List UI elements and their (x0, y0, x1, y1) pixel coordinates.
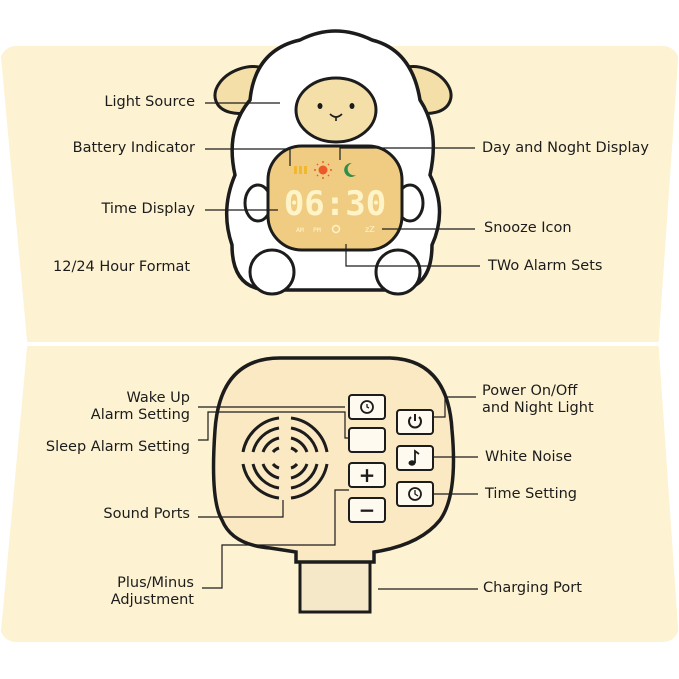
label-charging-port: Charging Port (483, 580, 582, 596)
label-sleep-alarm: Sleep Alarm Setting (45, 439, 190, 455)
leader-plus-minus (202, 489, 349, 589)
music-note-icon (408, 449, 420, 466)
leader-sleep-alarm (198, 411, 349, 441)
label-light-source: Light Source (104, 94, 195, 110)
label-plus-minus: Plus/Minus Adjustment (110, 575, 194, 608)
label-hour-format: 12/24 Hour Format (53, 259, 191, 275)
label-day-night-display: Day and Noght Display (482, 140, 649, 156)
time-setting-button[interactable] (396, 481, 434, 507)
alarm1-icon (331, 224, 341, 234)
pm-indicator: PM (313, 226, 321, 234)
power-button[interactable] (396, 409, 434, 435)
minus-icon: − (359, 498, 376, 522)
label-power-night-light: Power On/Off and Night Light (482, 383, 594, 416)
sleep-alarm-button[interactable] (348, 427, 386, 453)
label-time-display: Time Display (101, 201, 195, 217)
leader-battery (205, 148, 291, 166)
leader-day-night (339, 147, 475, 160)
right-foot (374, 248, 422, 296)
leader-power (433, 396, 476, 418)
label-snooze-icon: Snooze Icon (484, 220, 572, 236)
label-time-setting: Time Setting (485, 486, 578, 502)
moon-display-icon (344, 162, 356, 177)
sun-icon (314, 161, 332, 179)
am-indicator: AM (296, 226, 304, 234)
charging-port (298, 558, 372, 614)
label-sound-ports: Sound Ports (103, 506, 190, 522)
plus-icon: + (359, 463, 376, 487)
wake-up-alarm-button[interactable] (348, 394, 386, 420)
clock-icon (408, 487, 422, 501)
label-battery-indicator: Battery Indicator (72, 140, 195, 156)
leader-sound-ports (198, 500, 284, 518)
left-foot (248, 248, 296, 296)
label-white-noise: White Noise (485, 449, 572, 465)
snooze-display: zZ (365, 225, 375, 234)
light-source-face (294, 76, 378, 144)
time-digits: 06:30 (284, 184, 386, 224)
battery-icon (294, 166, 307, 174)
white-noise-button[interactable] (396, 445, 434, 471)
plus-button[interactable]: + (348, 462, 386, 488)
power-icon (408, 416, 422, 429)
right-eye (349, 103, 355, 109)
label-two-alarm-sets: TWo Alarm Sets (488, 258, 603, 274)
label-wake-up-alarm: Wake Up Alarm Setting (90, 390, 190, 423)
back-body (211, 356, 456, 564)
left-eye (317, 103, 323, 109)
speaker-grille (241, 416, 329, 500)
minus-button[interactable]: − (348, 497, 386, 523)
leader-alarm-sets (345, 244, 480, 267)
mouth (329, 113, 343, 121)
alarm-clock-icon (360, 400, 374, 414)
